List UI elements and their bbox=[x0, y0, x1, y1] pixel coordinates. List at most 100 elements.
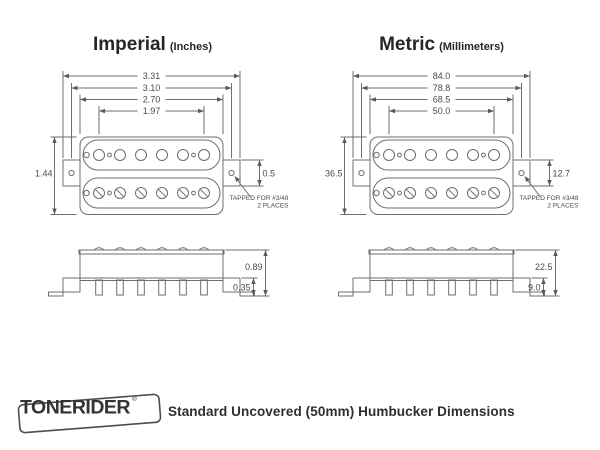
dim-body-width: 68.5 bbox=[433, 95, 451, 105]
pole-leg bbox=[200, 279, 208, 296]
imperial-view: Imperial(Inches) 3.31 3.10 2.70 1.97 1.4… bbox=[35, 34, 289, 297]
dim-body-width: 2.70 bbox=[143, 95, 161, 105]
dimension-arrow bbox=[251, 278, 256, 284]
pole-dome bbox=[404, 247, 416, 251]
screw-slot bbox=[157, 188, 167, 198]
dimension-arrow bbox=[99, 108, 105, 114]
bobbin-dot bbox=[397, 152, 402, 158]
dimension-arrow bbox=[353, 73, 359, 79]
pickup-body bbox=[369, 136, 514, 215]
dim-overall-width: 3.31 bbox=[143, 71, 161, 81]
dim-hole-span: 78.8 bbox=[433, 83, 451, 93]
metric-view: Metric(Millimeters) 84.0 78.8 68.5 50.0 … bbox=[325, 34, 579, 297]
screw-pole bbox=[198, 187, 210, 199]
dimension-arrow bbox=[217, 97, 223, 102]
slug-pole bbox=[446, 149, 458, 161]
dim-pole-spacing: 50.0 bbox=[433, 106, 451, 116]
bobbin-dot bbox=[481, 152, 486, 158]
ear-screw-hole bbox=[68, 169, 75, 177]
dimension-arrow bbox=[71, 85, 78, 91]
bobbin-hole bbox=[373, 151, 380, 159]
screw-pole bbox=[488, 187, 500, 199]
dimension-arrow bbox=[198, 108, 204, 114]
baseplate-foot-left bbox=[48, 278, 81, 297]
pole-dome bbox=[114, 247, 126, 251]
pole-dome bbox=[467, 247, 479, 251]
leader-line bbox=[236, 179, 251, 198]
screw-pole bbox=[446, 187, 458, 199]
bobbin-bottom bbox=[82, 177, 221, 209]
baseplate-foot-left bbox=[338, 278, 371, 297]
dimension-arrow bbox=[63, 73, 69, 79]
bobbin-hole bbox=[83, 189, 90, 197]
screw-slot bbox=[384, 188, 394, 198]
tapped-note-line2: 2 PLACES bbox=[547, 203, 579, 210]
pole-dome bbox=[135, 247, 147, 251]
bobbin-dot bbox=[481, 190, 486, 196]
dimension-arrow bbox=[263, 250, 268, 256]
logo-wordmark: TONERIDER bbox=[20, 397, 130, 419]
pole-dome bbox=[446, 247, 458, 251]
screw-pole bbox=[177, 187, 189, 199]
dimension-arrow bbox=[342, 208, 347, 215]
dimension-arrow bbox=[251, 290, 256, 296]
pickup-body bbox=[79, 136, 224, 215]
dimension-arrow bbox=[515, 85, 522, 91]
imperial-geometry bbox=[48, 71, 270, 297]
imperial-title-unit: (Inches) bbox=[170, 41, 213, 53]
screw-slot bbox=[489, 188, 499, 198]
dim-tab-height: 12.7 bbox=[553, 169, 571, 179]
metric-title-text: Metric bbox=[379, 34, 435, 55]
slug-pole bbox=[383, 149, 395, 161]
dimension-arrow bbox=[80, 97, 86, 102]
sheet-caption: Standard Uncovered (50mm) Humbucker Dime… bbox=[168, 404, 515, 419]
pole-leg bbox=[490, 279, 498, 296]
screw-pole bbox=[135, 187, 147, 199]
pole-dome bbox=[156, 247, 168, 251]
dimension-arrow bbox=[389, 108, 395, 114]
slug-pole bbox=[177, 149, 189, 161]
screw-pole bbox=[425, 187, 437, 199]
slug-pole bbox=[404, 149, 416, 161]
dimension-arrow bbox=[553, 250, 558, 256]
dimension-arrow bbox=[507, 97, 513, 102]
screw-pole bbox=[383, 187, 395, 199]
imperial-title: Imperial(Inches) bbox=[93, 34, 212, 55]
slug-pole bbox=[425, 149, 437, 161]
mounting-ear-right bbox=[222, 159, 241, 187]
leader-arrow bbox=[524, 176, 530, 183]
screw-slot bbox=[115, 188, 125, 198]
slug-pole bbox=[467, 149, 479, 161]
screw-slot bbox=[468, 188, 478, 198]
baseplate-foot-right bbox=[222, 278, 255, 297]
dimension-arrow bbox=[541, 278, 546, 284]
baseplate-foot-right bbox=[512, 278, 545, 297]
slug-pole bbox=[135, 149, 147, 161]
side-top-strip bbox=[78, 249, 225, 255]
pole-leg bbox=[469, 279, 477, 296]
dimension-arrow bbox=[234, 73, 240, 79]
leader-arrow bbox=[234, 176, 240, 183]
dimension-arrow bbox=[361, 85, 368, 91]
bobbin-dot bbox=[397, 190, 402, 196]
screw-pole bbox=[156, 187, 168, 199]
dim-body-height: 36.5 bbox=[325, 169, 343, 179]
pole-dome bbox=[177, 247, 189, 251]
dim-pole-spacing: 1.97 bbox=[143, 106, 161, 116]
logo-outline bbox=[17, 393, 162, 434]
dimension-arrow bbox=[553, 290, 558, 296]
screw-pole bbox=[467, 187, 479, 199]
dimension-arrow bbox=[547, 180, 552, 186]
mounting-ear-left bbox=[62, 159, 81, 187]
dim-tab-height: 0.5 bbox=[263, 169, 276, 179]
dimension-arrow bbox=[342, 137, 347, 143]
bobbin-bottom bbox=[372, 177, 511, 209]
dimension-arrow bbox=[257, 160, 262, 166]
side-top-strip bbox=[368, 249, 515, 255]
pole-dome bbox=[383, 247, 395, 251]
dim-side-leg: 9.0 bbox=[528, 283, 541, 293]
dim-hole-span: 3.10 bbox=[143, 83, 161, 93]
tapped-note-line1: TAPPED FOR #3/48 bbox=[519, 195, 579, 202]
ear-screw-hole bbox=[518, 169, 525, 177]
